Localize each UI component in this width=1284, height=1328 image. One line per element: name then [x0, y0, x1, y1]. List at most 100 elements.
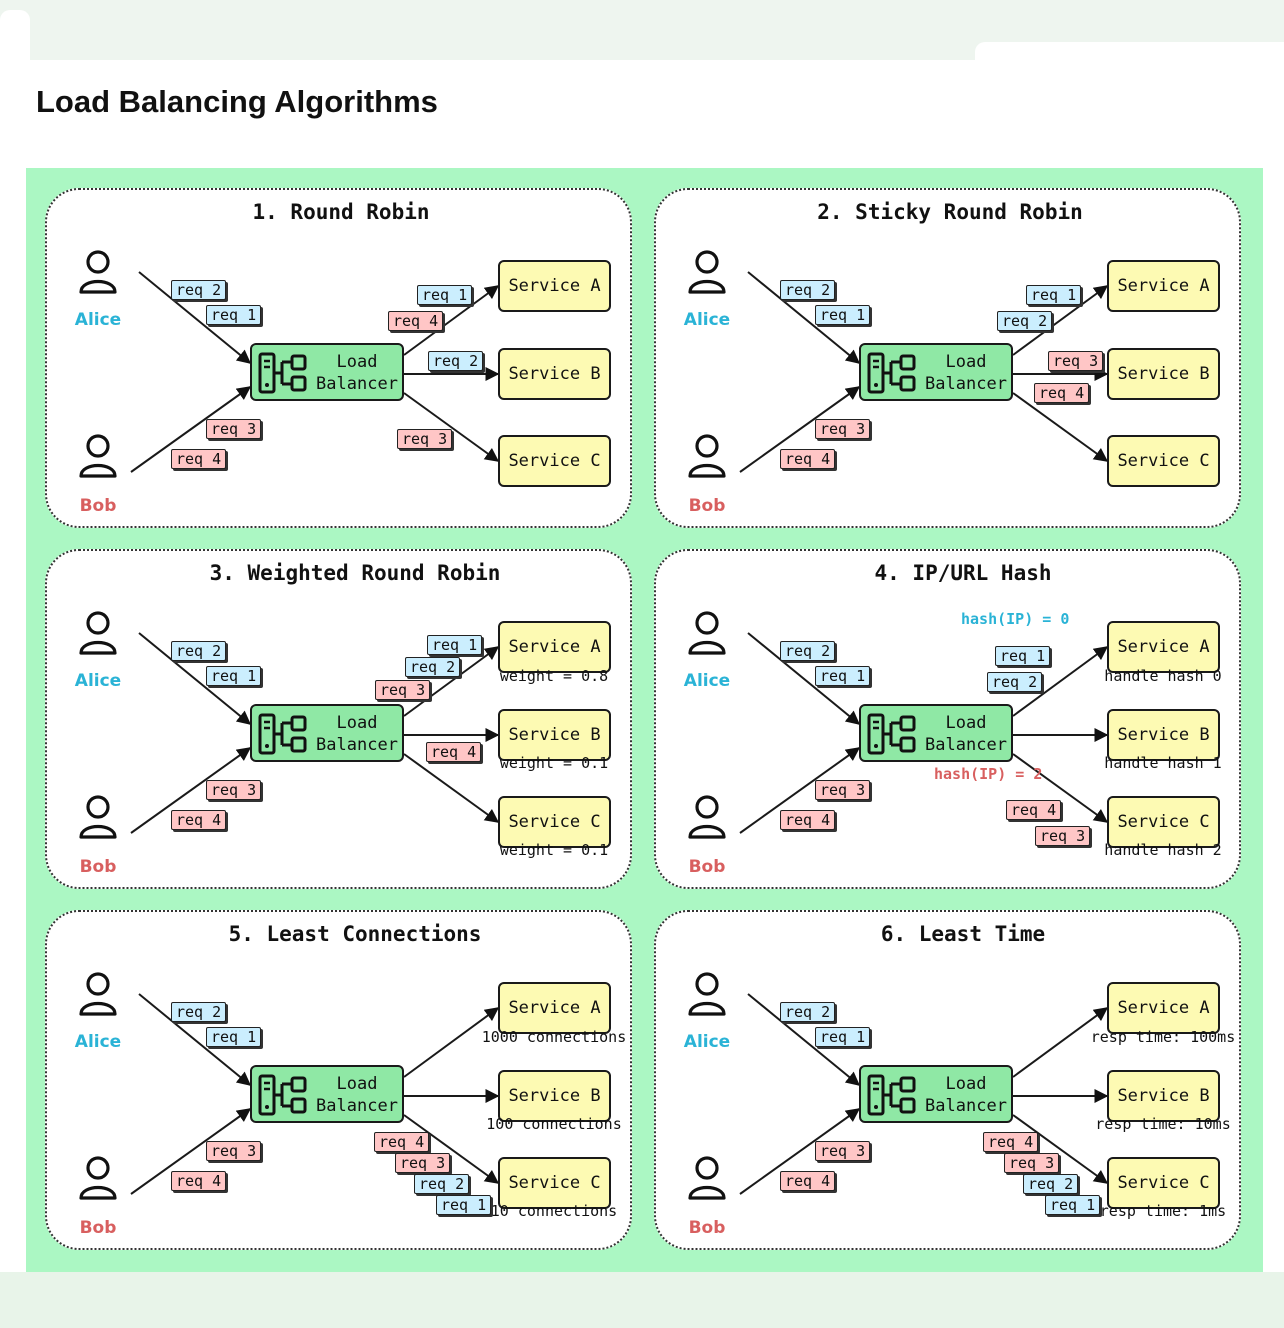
request-tag-bob: req 4	[780, 1171, 836, 1191]
request-tag-alice: req 1	[815, 1027, 871, 1047]
request-tag-alice: req 2	[405, 657, 461, 677]
connection-arrows	[739, 271, 1109, 473]
arrow-bob-to-lb	[739, 747, 861, 834]
hash-label-alice: hash(IP) = 0	[961, 610, 1070, 628]
service-b: Service B	[1107, 1070, 1220, 1122]
service-a-note: resp time: 100ms	[1090, 1028, 1236, 1046]
load-balancer-line1: Load	[336, 352, 378, 372]
request-tag-bob: req 4	[171, 449, 227, 469]
arrow-lb-to-service-a	[1012, 285, 1109, 356]
alice-avatar	[75, 970, 121, 1018]
connection-arrows	[739, 993, 1109, 1195]
arrow-lb-to-service-a	[403, 646, 500, 717]
service-b-note: resp time: 10ms	[1095, 1115, 1231, 1133]
bob-label: Bob	[688, 1218, 726, 1238]
request-tag-bob: req 3	[375, 680, 431, 700]
panel-title: 3. Weighted Round Robin	[209, 561, 501, 585]
request-tag-bob: req 3	[1035, 826, 1091, 846]
request-tag-alice: req 1	[1045, 1195, 1101, 1215]
user-icon	[79, 795, 117, 839]
request-tag-alice: req 2	[171, 280, 227, 300]
user-icon	[688, 1156, 726, 1200]
request-tag-alice: req 1	[815, 305, 871, 325]
alice-label: Alice	[74, 671, 122, 691]
service-b: Service B	[498, 709, 611, 761]
service-b-note: handle hash 1	[1104, 754, 1222, 772]
page-title: Load Balancing Algorithms	[36, 84, 438, 119]
request-tag-bob: req 3	[206, 780, 262, 800]
bottom-bar	[0, 1272, 1284, 1328]
alice-avatar	[75, 609, 121, 657]
tab-strip-gap	[975, 42, 1284, 60]
load-balancer-icon-wrap	[867, 352, 917, 394]
service-c: Service C	[1107, 796, 1220, 848]
service-a: Service A	[1107, 260, 1220, 312]
bob-avatar	[684, 793, 730, 841]
arrow-alice-to-lb	[747, 632, 861, 725]
request-tag-alice: req 2	[428, 351, 484, 371]
user-icon	[79, 1156, 117, 1200]
user-icon	[688, 972, 726, 1016]
service-c: Service C	[1107, 1157, 1220, 1209]
bob-avatar	[75, 1154, 121, 1202]
request-tag-alice: req 2	[414, 1174, 470, 1194]
request-tag-bob: req 4	[426, 742, 482, 762]
request-tag-alice: req 2	[171, 1002, 227, 1022]
service-a: Service A	[498, 982, 611, 1034]
request-tag-alice: req 1	[436, 1195, 492, 1215]
request-tag-bob: req 3	[395, 1153, 451, 1173]
load-balancer-icon-wrap	[867, 713, 917, 755]
bob-label: Bob	[688, 857, 726, 877]
service-c: Service C	[498, 435, 611, 487]
service-b: Service B	[498, 1070, 611, 1122]
hash-label-bob: hash(IP) = 2	[934, 765, 1043, 783]
arrow-lb-to-service-a	[1012, 1007, 1109, 1078]
bob-avatar	[684, 1154, 730, 1202]
request-tag-alice: req 1	[206, 1027, 262, 1047]
alice-label: Alice	[683, 671, 731, 691]
service-c-note: handle hash 2	[1104, 841, 1222, 859]
load-balancer-icon-wrap	[258, 352, 308, 394]
request-tag-bob: req 4	[780, 449, 836, 469]
bob-label: Bob	[79, 1218, 117, 1238]
bob-label: Bob	[79, 496, 117, 516]
load-balancer-line1: Load	[945, 352, 987, 372]
alice-label: Alice	[74, 310, 122, 330]
service-a: Service A	[1107, 621, 1220, 673]
request-tag-bob: req 3	[815, 419, 871, 439]
arrow-alice-to-lb	[747, 993, 861, 1086]
arrow-alice-to-lb	[138, 271, 252, 364]
arrow-lb-to-service-a	[1012, 646, 1109, 717]
service-a: Service A	[498, 621, 611, 673]
alice-avatar	[684, 970, 730, 1018]
arrow-lb-to-service-c	[403, 753, 500, 823]
service-b-note: 100 connections	[486, 1115, 622, 1133]
arrow-alice-to-lb	[138, 993, 252, 1086]
arrow-lb-to-service-a	[403, 285, 500, 356]
service-c: Service C	[498, 1157, 611, 1209]
request-tag-alice: req 1	[417, 285, 473, 305]
service-c: Service C	[498, 796, 611, 848]
server-icon	[258, 352, 307, 394]
arrow-bob-to-lb	[739, 1108, 861, 1195]
server-icon	[258, 713, 307, 755]
request-tag-alice: req 2	[780, 280, 836, 300]
alice-label: Alice	[74, 1032, 122, 1052]
request-tag-alice: req 2	[1023, 1174, 1079, 1194]
request-tag-bob: req 4	[1034, 383, 1090, 403]
alice-label: Alice	[683, 1032, 731, 1052]
arrow-lb-to-service-a	[403, 1007, 500, 1078]
request-tag-bob: req 3	[1004, 1153, 1060, 1173]
load-balancer-line1: Load	[945, 713, 987, 733]
request-tag-bob: req 3	[206, 419, 262, 439]
browser-tab	[0, 10, 30, 60]
top-bar	[0, 0, 1284, 60]
